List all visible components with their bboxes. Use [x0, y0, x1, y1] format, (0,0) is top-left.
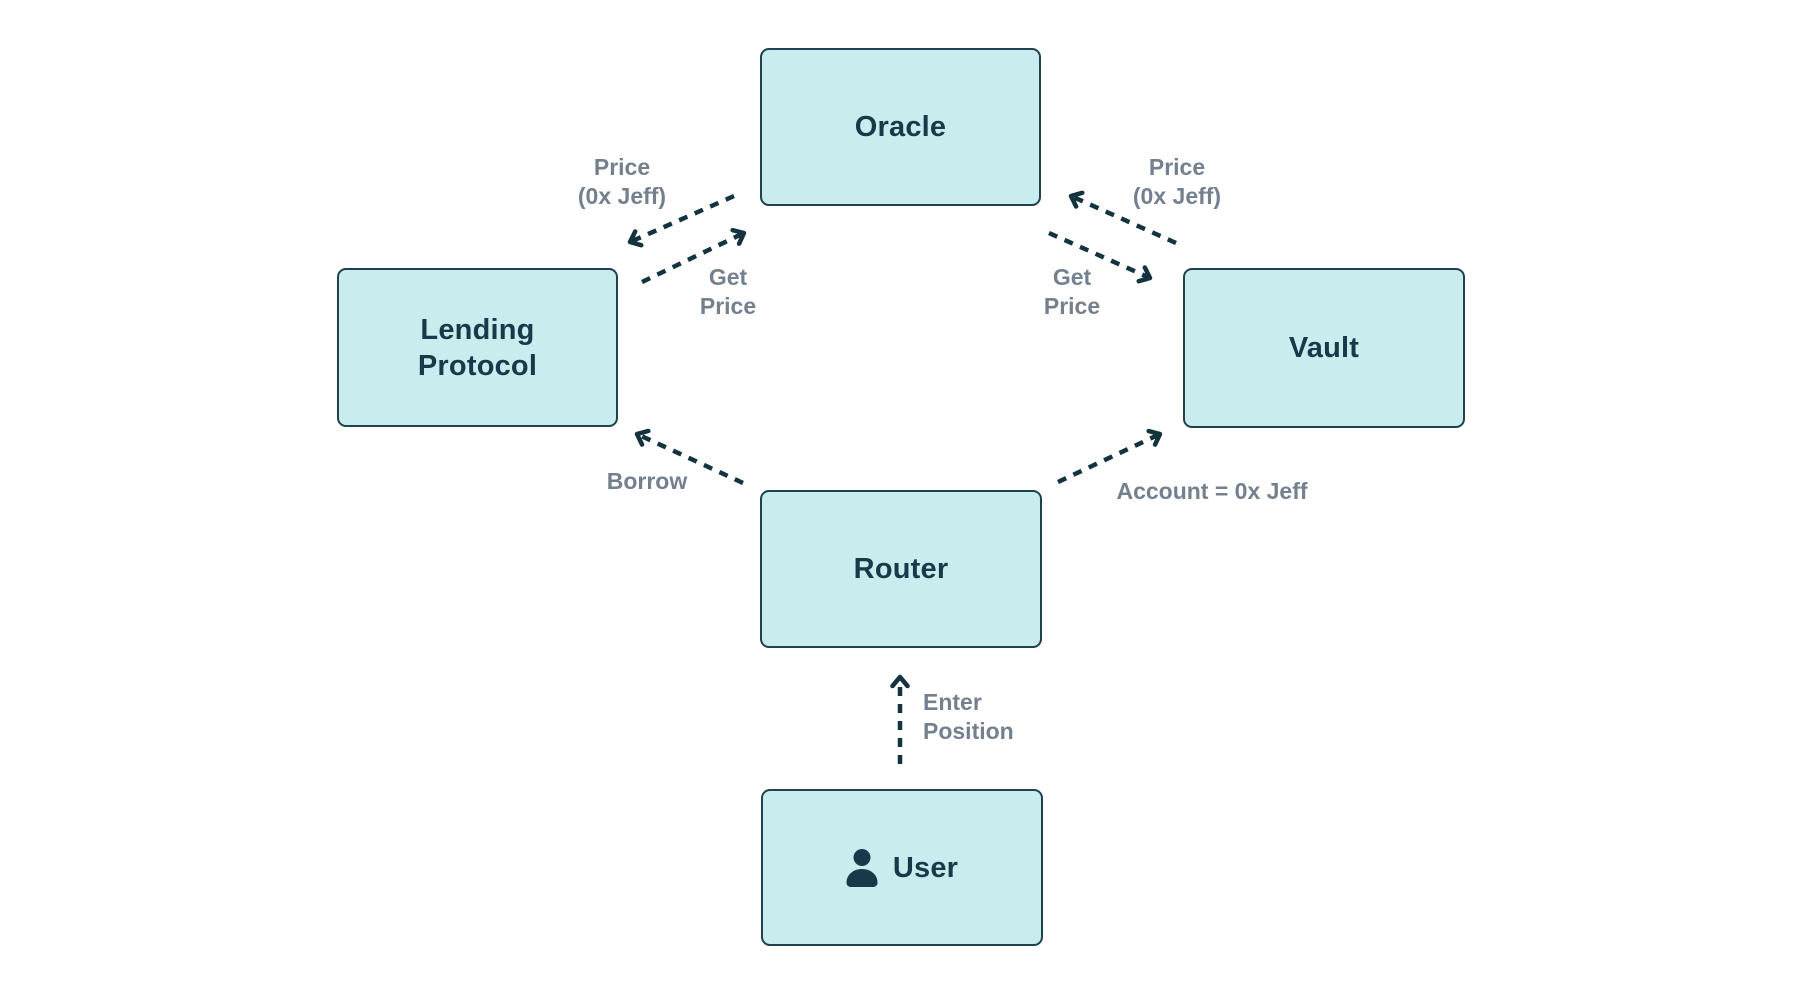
edge-label-get-price-from-lending: Get Price: [699, 264, 757, 319]
edge-label-get-price-from-vault: Get Price: [1043, 264, 1101, 319]
edge-label-account: Account = 0x Jeff: [1116, 478, 1308, 504]
edge-label-borrow: Borrow: [606, 468, 688, 494]
node-vault-label: Vault: [1288, 332, 1360, 364]
node-router-label: Router: [853, 553, 949, 585]
node-oracle: Oracle: [760, 48, 1041, 206]
arrow-router-to-vault: [1057, 428, 1163, 485]
node-oracle-label: Oracle: [854, 111, 947, 143]
user-icon: [846, 848, 878, 887]
edge-label-price-to-vault: Price (0x Jeff): [1132, 154, 1222, 209]
edge-label-enter-position: Enter Position: [923, 689, 1014, 744]
node-router: Router: [760, 490, 1042, 648]
node-user-label: User: [892, 851, 959, 884]
node-lending-protocol: Lending Protocol: [337, 268, 618, 427]
node-lending-protocol-label: Lending Protocol: [417, 313, 538, 382]
edge-label-price-to-lending: Price (0x Jeff): [577, 154, 667, 209]
node-user: User: [761, 789, 1043, 946]
node-vault: Vault: [1183, 268, 1465, 428]
